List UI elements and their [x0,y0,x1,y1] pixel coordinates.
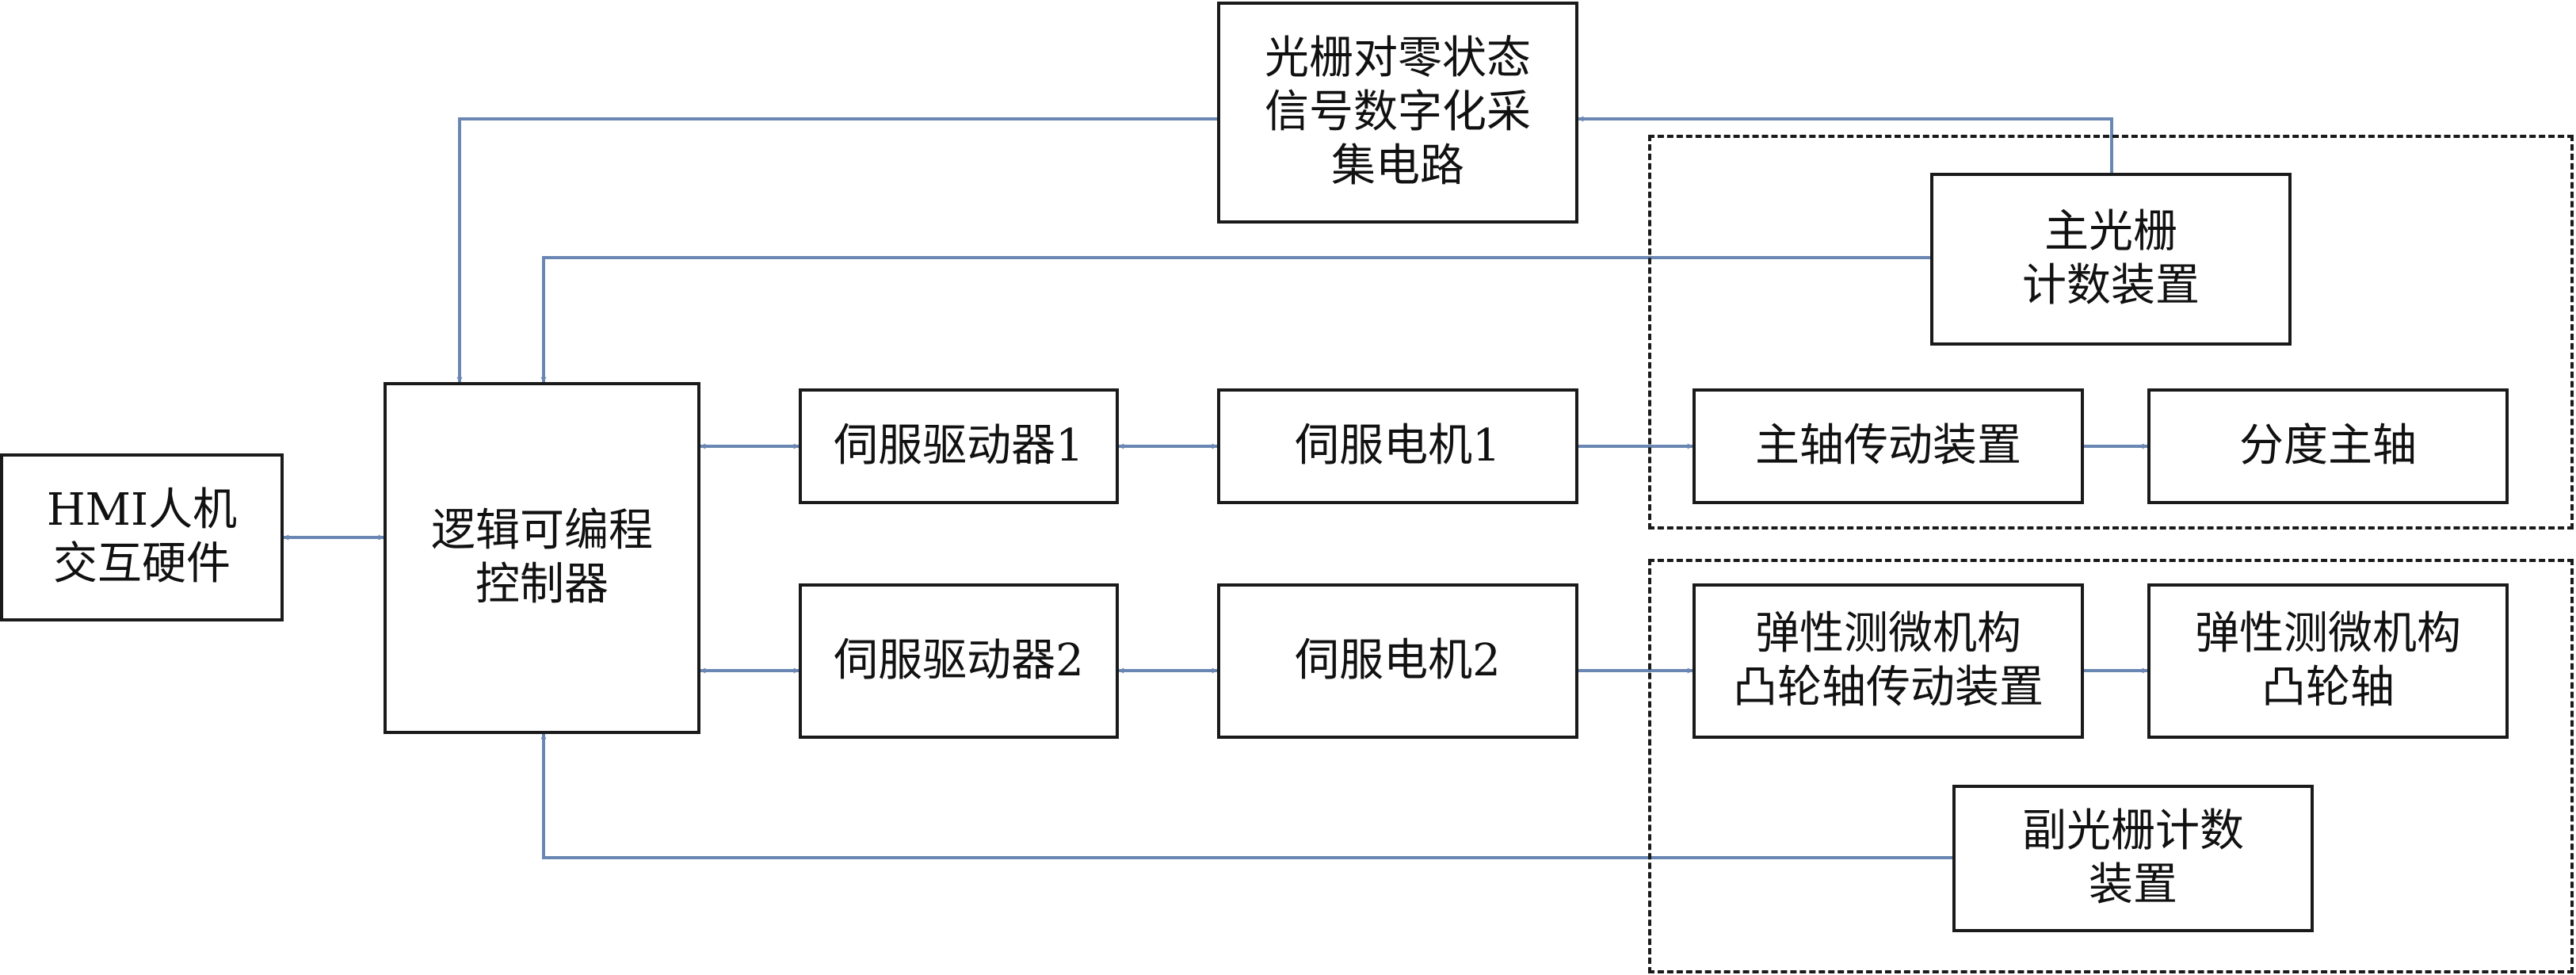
cam-group-border [1648,559,2574,973]
spindle-transmission-label: 主轴传动装置 [1755,420,2021,472]
main-grating-to-plc-connector [540,256,1930,383]
plc-box: 逻辑可编程 控制器 [384,382,700,734]
servo-driver-1-box: 伺服驱动器1 [799,388,1119,504]
cam-shaft-box: 弹性测微机构 凸轮轴 [2147,583,2509,739]
main-grating-counter-label: 主光栅 计数装置 [2022,206,2200,312]
servo-motor-1-label: 伺服电机1 [1295,420,1501,472]
hmi-box: HMI人机 交互硬件 [0,453,284,621]
hmi-label: HMI人机 交互硬件 [46,484,238,590]
servo-driver-1-label: 伺服驱动器1 [834,420,1084,472]
servo-driver-2-label: 伺服驱动器2 [834,635,1084,686]
main-grating-to-zero-circuit-connector [1578,116,2113,173]
indexing-spindle-box: 分度主轴 [2147,388,2509,504]
spindle-group-border [1648,135,2574,530]
servo-motor-2-box: 伺服电机2 [1217,583,1578,739]
indexing-spindle-label: 分度主轴 [2239,420,2417,472]
cam-shaft-label: 弹性测微机构 凸轮轴 [2195,608,2461,713]
grating-zero-circuit-box: 光栅对零状态 信号数字化采 集电路 [1217,2,1578,224]
cam-shaft-transmission-box: 弹性测微机构 凸轮轴传动装置 [1693,583,2084,739]
zero-circuit-to-plc-connector [456,117,1217,383]
secondary-grating-to-plc-connector [540,733,1952,859]
servo-driver-2-box: 伺服驱动器2 [799,583,1119,739]
servo-motor-2-label: 伺服电机2 [1295,635,1501,686]
spindle-transmission-box: 主轴传动装置 [1693,388,2084,504]
grating-zero-circuit-label: 光栅对零状态 信号数字化采 集电路 [1265,32,1531,192]
servo-motor-1-box: 伺服电机1 [1217,388,1578,504]
main-grating-counter-box: 主光栅 计数装置 [1930,173,2292,346]
secondary-grating-counter-label: 副光栅计数 装置 [2022,805,2244,911]
cam-shaft-transmission-label: 弹性测微机构 凸轮轴传动装置 [1733,608,2044,713]
plc-label: 逻辑可编程 控制器 [431,505,653,610]
secondary-grating-counter-box: 副光栅计数 装置 [1952,785,2314,932]
